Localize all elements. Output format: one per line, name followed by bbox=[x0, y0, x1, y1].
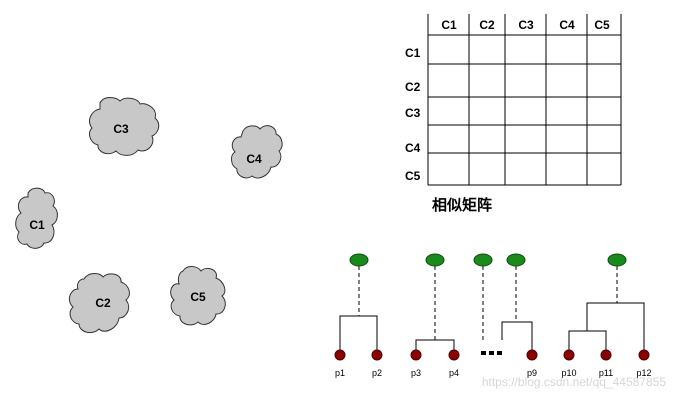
matrix-col-header: C4 bbox=[559, 18, 575, 32]
dendrogram-leaf-node bbox=[526, 349, 538, 361]
matrix-col-header: C3 bbox=[518, 18, 534, 32]
point-label: p9 bbox=[527, 368, 537, 378]
dendrogram-leaf-node bbox=[410, 349, 422, 361]
dendrogram-ellipsis bbox=[481, 351, 502, 355]
point-label: p3 bbox=[411, 368, 421, 378]
matrix-row-header: C3 bbox=[405, 106, 421, 120]
point-label: p4 bbox=[449, 368, 459, 378]
cluster-blob-c5 bbox=[170, 266, 226, 326]
dendrogram-root-node bbox=[349, 253, 369, 267]
dendrogram-branch bbox=[339, 315, 378, 353]
dendrogram-root-node bbox=[506, 253, 526, 267]
dendrogram-branch bbox=[501, 321, 533, 353]
matrix-title: 相似矩阵 bbox=[432, 196, 492, 214]
point-label: p12 bbox=[636, 368, 651, 378]
cluster-labels: C3 C4 C1 C2 C5 bbox=[29, 122, 262, 310]
cluster-label-c1: C1 bbox=[29, 218, 45, 232]
dendrogram-leaf-node bbox=[600, 349, 612, 361]
cluster-blob-c3 bbox=[89, 97, 160, 156]
dendrogram-leaf-node bbox=[563, 349, 575, 361]
dendrogram-branch bbox=[568, 330, 607, 353]
matrix-row-header: C4 bbox=[405, 141, 421, 155]
watermark-text: https://blog.csdn.net/qq_44587855 bbox=[482, 375, 666, 389]
cluster-blob-c4 bbox=[231, 125, 283, 179]
cluster-label-c4: C4 bbox=[246, 152, 262, 166]
point-label: p11 bbox=[599, 368, 613, 378]
dendrogram-root-node bbox=[607, 253, 627, 267]
cluster-blob-c2 bbox=[68, 273, 130, 334]
point-label: p1 bbox=[335, 368, 345, 378]
matrix-col-header: C1 bbox=[441, 18, 457, 32]
cluster-label-c3: C3 bbox=[113, 122, 129, 136]
cluster-label-c5: C5 bbox=[190, 290, 206, 304]
dendrogram-leaf-node bbox=[334, 349, 346, 361]
matrix-row-header: C1 bbox=[405, 46, 421, 60]
dendrogram-leaf-node bbox=[371, 349, 383, 361]
dendrogram-leaf-node bbox=[448, 349, 460, 361]
matrix-row-header: C2 bbox=[405, 80, 421, 94]
cluster-blob-c1 bbox=[15, 187, 58, 249]
matrix-col-header: C2 bbox=[479, 18, 495, 32]
dendrogram: p1 p2 p3 p4 p9 p10 p11 p12 bbox=[334, 253, 652, 378]
dendrogram-branch bbox=[415, 339, 455, 353]
dendrogram-branch bbox=[586, 302, 645, 353]
point-label: p2 bbox=[372, 368, 382, 378]
point-label: p10 bbox=[561, 368, 576, 378]
matrix-row-header: C5 bbox=[405, 169, 421, 183]
matrix-col-header: C5 bbox=[594, 18, 610, 32]
matrix-row-headers: C1 C2 C3 C4 C5 bbox=[405, 46, 421, 183]
matrix-col-headers: C1 C2 C3 C4 C5 bbox=[441, 18, 610, 32]
cluster-label-c2: C2 bbox=[95, 296, 111, 310]
cluster-blobs bbox=[15, 97, 283, 334]
dendrogram-point-labels: p1 p2 p3 p4 p9 p10 p11 p12 bbox=[335, 368, 652, 378]
dendrogram-leaf-node bbox=[638, 349, 650, 361]
similarity-matrix bbox=[427, 14, 622, 186]
dendrogram-root-node bbox=[473, 253, 493, 267]
dendrogram-root-node bbox=[425, 253, 445, 267]
